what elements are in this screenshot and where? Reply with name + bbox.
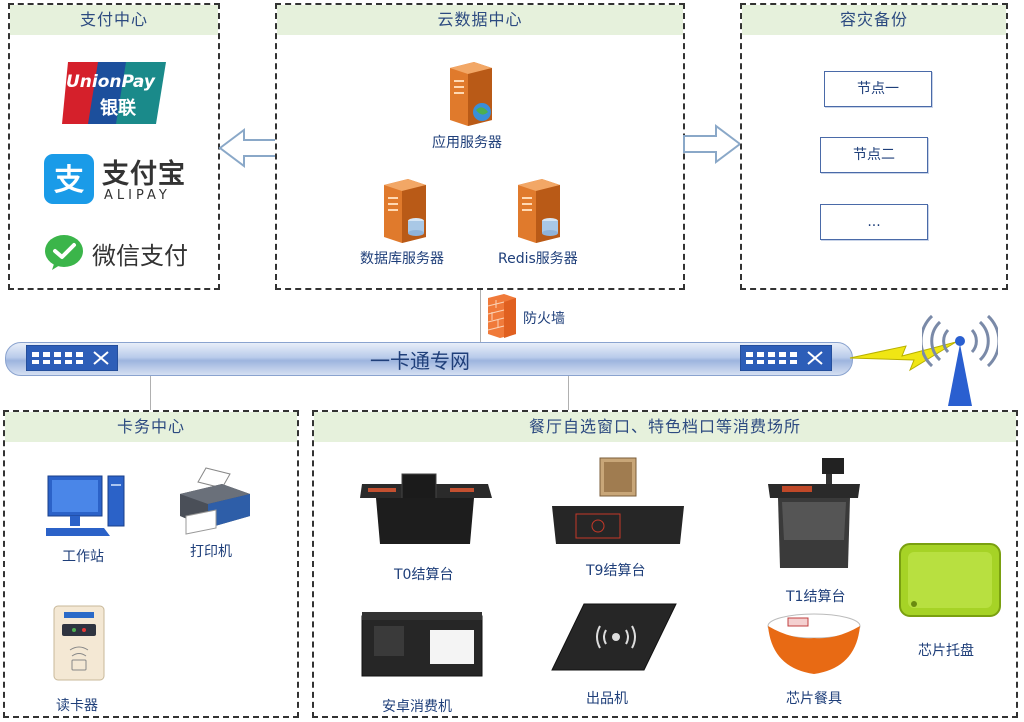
alipay-name: 支付宝 <box>102 159 186 190</box>
android-pos-terminal-label: 安卓消费机 <box>382 699 452 715</box>
backup-node-2: 节点二 <box>820 137 928 173</box>
alipay-icon: 支 <box>44 154 94 204</box>
redis-server-icon <box>518 179 560 243</box>
backbone-network-pipe <box>5 342 853 376</box>
switch-left-icon <box>26 345 118 371</box>
cloud-data-center-panel: 云数据中心 <box>275 3 685 290</box>
arrow-to-payment-icon <box>218 128 277 168</box>
redis-server-label: Redis服务器 <box>498 251 578 267</box>
connector-backbone-to-card-center <box>150 374 151 410</box>
chip-tray-label: 芯片托盘 <box>918 643 974 659</box>
backup-node-more: ... <box>820 204 928 240</box>
backup-node-1: 节点一 <box>824 71 932 107</box>
android-pos-terminal-icon <box>361 612 483 677</box>
database-server-label: 数据库服务器 <box>360 251 444 267</box>
disaster-backup-title: 容灾备份 <box>742 5 1006 35</box>
wechat-pay-icon <box>45 235 83 270</box>
wechat-pay-name: 微信支付 <box>92 242 188 270</box>
payment-center-title: 支付中心 <box>10 5 218 35</box>
svg-text:支: 支 <box>54 163 84 198</box>
t0-checkout-station-icon <box>360 473 492 544</box>
wireless-tower-icon <box>922 314 998 406</box>
card-reader-icon <box>53 605 105 681</box>
order-dispenser-icon <box>551 603 677 671</box>
card-center-panel: 卡务中心 <box>3 410 299 718</box>
arrow-to-backup-icon <box>683 124 742 164</box>
chip-tableware-bowl-icon <box>767 613 861 674</box>
app-server-icon <box>450 62 492 126</box>
printer-icon <box>180 467 250 535</box>
alipay-logo: 支 支付宝 ALIPAY <box>44 152 194 208</box>
switch-right-icon <box>740 345 832 371</box>
connector-cloud-to-backbone <box>480 290 481 342</box>
chip-tray-icon <box>899 543 1001 617</box>
t9-checkout-station-icon <box>552 457 684 544</box>
unionpay-chinese: 银联 <box>100 98 136 119</box>
firewall-label: 防火墙 <box>523 311 565 327</box>
alipay-latin: ALIPAY <box>104 188 171 203</box>
workstation-icon <box>46 475 125 536</box>
t1-checkout-station-label: T1结算台 <box>786 589 846 605</box>
t1-checkout-station-icon <box>768 458 860 568</box>
chip-tableware-bowl-label: 芯片餐具 <box>786 691 842 707</box>
t9-checkout-station-label: T9结算台 <box>586 563 646 579</box>
app-server-label: 应用服务器 <box>432 135 502 151</box>
t0-checkout-station-label: T0结算台 <box>394 567 454 583</box>
wechat-pay-logo: 微信支付 <box>44 232 204 272</box>
workstation-label: 工作站 <box>62 549 104 565</box>
unionpay-logo: UnionPay 银联 <box>60 60 168 126</box>
consumption-venue-title: 餐厅自选窗口、特色档口等消费场所 <box>314 412 1016 442</box>
order-dispenser-label: 出品机 <box>586 691 628 707</box>
card-reader-label: 读卡器 <box>56 698 98 714</box>
printer-label: 打印机 <box>190 544 232 560</box>
cloud-data-center-title: 云数据中心 <box>277 5 683 35</box>
firewall-icon <box>487 294 516 338</box>
database-server-icon <box>384 179 426 243</box>
backbone-network-label: 一卡通专网 <box>370 349 470 373</box>
payment-center-panel: 支付中心 <box>8 3 220 290</box>
unionpay-text: UnionPay <box>66 72 155 92</box>
connector-backbone-to-consumption <box>568 374 569 410</box>
card-center-title: 卡务中心 <box>5 412 297 442</box>
